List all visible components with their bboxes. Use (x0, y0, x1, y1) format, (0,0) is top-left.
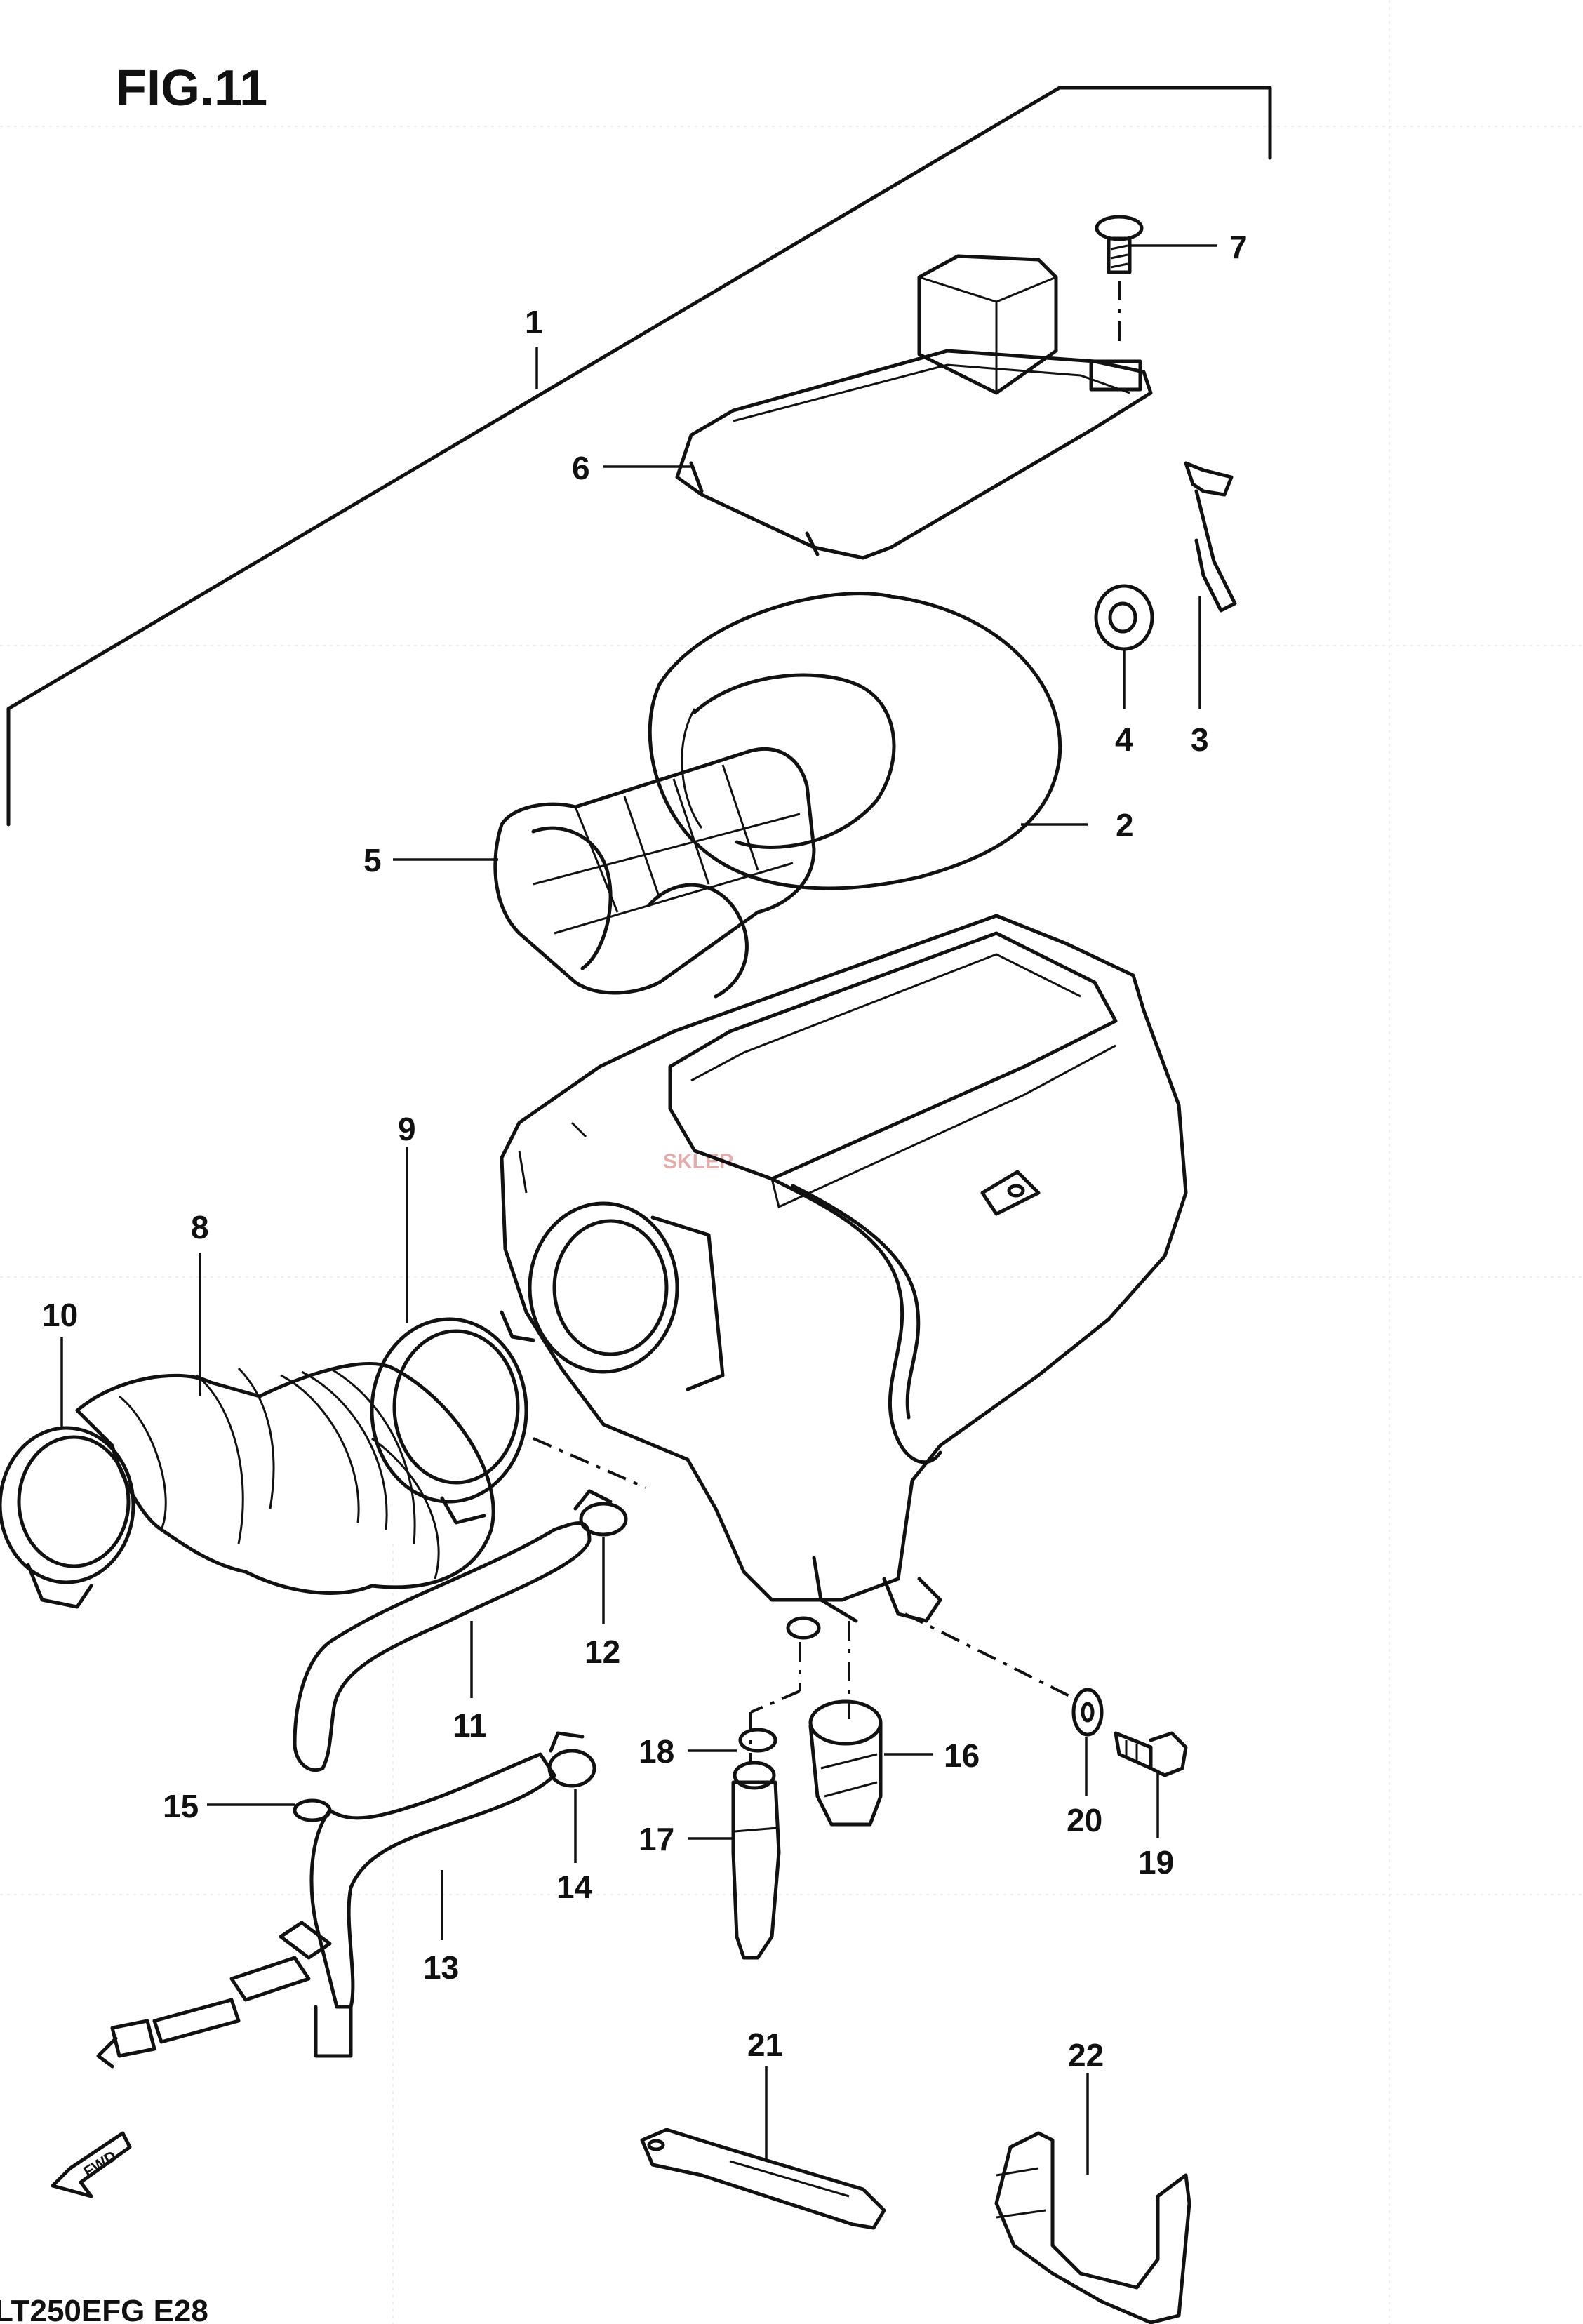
callout-9: 9 (398, 1111, 416, 1147)
callout-21: 21 (747, 2026, 783, 2063)
hose-clip-12-part (573, 1489, 628, 1537)
callout-8: 8 (191, 1209, 209, 1246)
callout-2: 2 (1116, 807, 1134, 843)
callout-12: 12 (585, 1634, 620, 1670)
figure-title: FIG.11 (116, 60, 267, 116)
drain-plug-part (731, 1780, 781, 1960)
callout-11: 11 (453, 1707, 487, 1744)
grommet-part (1094, 584, 1154, 651)
drain-hose-part (96, 1752, 556, 2069)
filter-cage-part (493, 747, 816, 999)
callout-7: 7 (1229, 229, 1248, 265)
fwd-arrow-icon: FWD (51, 2131, 132, 2198)
breather-hose-part (293, 1521, 592, 1772)
intake-boot-part (75, 1362, 495, 1595)
o-ring-18-part (733, 1728, 777, 1790)
washer-20-part (1071, 1688, 1104, 1737)
drain-cup-part (808, 1699, 883, 1827)
hose-clip-14-part (547, 1731, 596, 1788)
callout-22: 22 (1068, 2037, 1104, 2073)
callout-18: 18 (639, 1733, 674, 1770)
callout-labels: 1 2 3 4 5 6 7 8 9 10 11 12 13 14 15 16 1… (42, 229, 1248, 2073)
clip-part (1184, 461, 1237, 613)
leader-lines (60, 244, 1217, 2175)
bolt-19-part (1114, 1731, 1188, 1777)
callout-1: 1 (525, 304, 543, 340)
footer-code: LT250EFG E28 (0, 2294, 208, 2324)
callout-3: 3 (1191, 721, 1209, 758)
filter-element-part (648, 592, 1062, 890)
cleaner-cover-part (675, 254, 1153, 560)
callout-10: 10 (42, 1297, 78, 1333)
callout-17: 17 (639, 1821, 674, 1857)
outer-clamp-part (0, 1426, 135, 1609)
callout-4: 4 (1115, 721, 1133, 758)
callout-19: 19 (1138, 1844, 1174, 1881)
screw-part (1095, 215, 1144, 347)
callout-6: 6 (572, 450, 590, 486)
callout-14: 14 (556, 1869, 593, 1905)
callout-15: 15 (163, 1788, 199, 1824)
band-clamp-part (994, 2131, 1191, 2324)
callout-16: 16 (944, 1737, 980, 1774)
callout-5: 5 (363, 842, 382, 879)
assembly-bracket (6, 86, 1272, 827)
air-cleaner-case-part (500, 914, 1188, 1640)
callout-13: 13 (423, 1949, 459, 1986)
strap-part (640, 2128, 886, 2230)
callout-20: 20 (1067, 1802, 1102, 1838)
fwd-arrow-label: FWD (81, 2147, 120, 2181)
boot-clamp-part (370, 1317, 528, 1525)
